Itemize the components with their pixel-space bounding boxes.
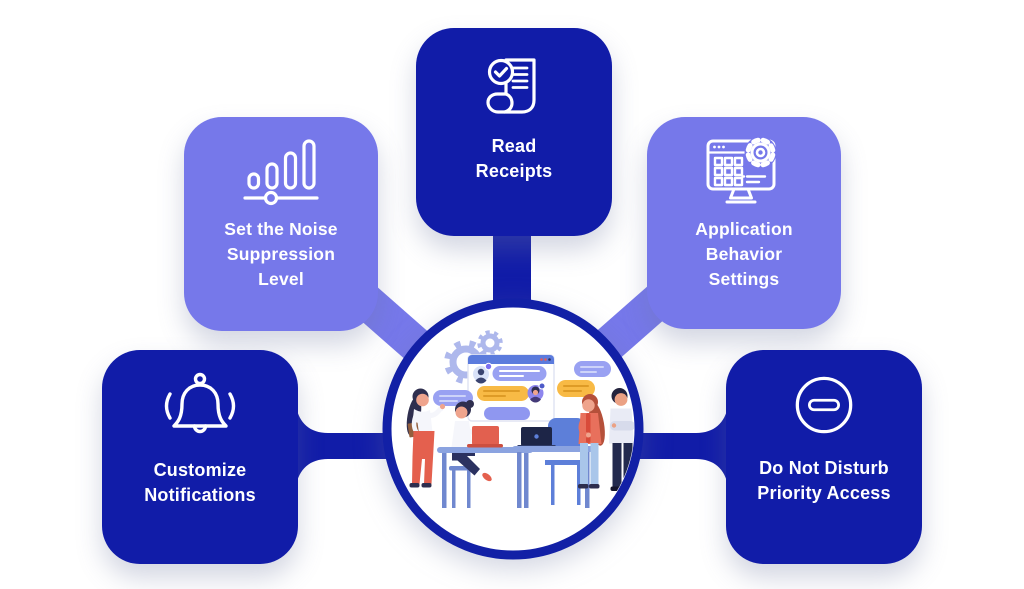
node-label: Set the Noise Suppression Level	[224, 217, 337, 292]
label-line: Priority Access	[757, 483, 891, 503]
chat-window	[467, 354, 555, 422]
team-chat-collaboration-illustration	[406, 330, 634, 508]
speech-bubbles	[433, 361, 611, 412]
standing-woman-right	[578, 394, 605, 489]
node-label: Application Behavior Settings	[695, 217, 792, 292]
seated-woman	[449, 400, 492, 508]
label-line: Do Not Disturb	[759, 458, 889, 478]
connector-left	[296, 406, 412, 486]
label-line: Application	[695, 219, 793, 239]
node-application-behavior-settings: Application Behavior Settings	[647, 117, 841, 329]
do-not-disturb-minus-circle-icon	[795, 376, 853, 434]
label-line: Set the Noise	[224, 219, 338, 239]
notification-bell-icon	[164, 372, 236, 434]
node-label: Read Receipts	[476, 134, 553, 184]
standing-woman	[406, 388, 446, 488]
monitor-settings-gear-icon	[706, 136, 777, 204]
noise-suppression-slider-icon	[243, 139, 319, 206]
label-line: Notifications	[144, 485, 256, 505]
node-label: Do Not Disturb Priority Access	[757, 456, 890, 506]
label-line: Level	[258, 269, 304, 289]
label-line: Read	[491, 136, 537, 156]
node-set-noise-suppression-level: Set the Noise Suppression Level	[184, 117, 378, 331]
node-customize-notifications: Customize Notifications	[102, 350, 298, 564]
node-read-receipts: Read Receipts	[416, 28, 612, 236]
connector-right	[612, 406, 728, 486]
node-do-not-disturb-priority-access: Do Not Disturb Priority Access	[726, 350, 922, 564]
label-line: Settings	[708, 269, 780, 289]
node-label: Customize Notifications	[144, 458, 256, 508]
label-line: Receipts	[475, 161, 553, 181]
label-line: Suppression	[226, 244, 336, 264]
label-line: Customize	[153, 460, 247, 480]
read-receipt-document-icon	[486, 58, 536, 114]
label-line: Behavior	[705, 244, 783, 264]
